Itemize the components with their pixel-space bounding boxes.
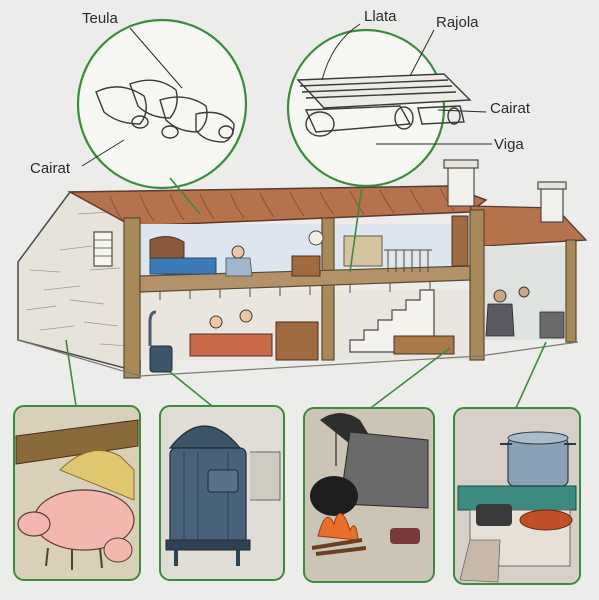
floor-beams — [139, 265, 471, 293]
stove-icon — [165, 425, 251, 566]
panel-kitchen — [453, 407, 581, 585]
stove — [149, 345, 173, 373]
window — [93, 231, 113, 267]
chimney-annex — [540, 187, 564, 223]
timber-post — [123, 217, 141, 379]
callout-roof-structure — [286, 23, 492, 273]
crib — [343, 235, 383, 267]
label-llata: Llata — [364, 8, 397, 25]
label-viga: Viga — [494, 136, 524, 153]
callout-connectors — [65, 339, 547, 411]
bench — [393, 335, 455, 355]
timber-post — [321, 217, 335, 361]
chimney — [447, 165, 475, 207]
label-teula: Teula — [82, 10, 118, 27]
label-cairat-left: Cairat — [30, 160, 71, 177]
timber-post — [469, 209, 485, 361]
label-cairat-right: Cairat — [490, 100, 531, 117]
bed — [149, 257, 217, 275]
label-rajola: Rajola — [436, 14, 479, 31]
timber-post — [565, 239, 577, 343]
dresser — [275, 321, 319, 361]
pig-icon — [17, 489, 135, 570]
house-cutaway — [17, 159, 588, 379]
cauldron-fire-icon — [310, 476, 367, 556]
table — [189, 333, 273, 357]
cooking-pot-icon — [500, 431, 576, 487]
panel-pigsty — [13, 405, 141, 581]
panel-hearth — [303, 407, 435, 583]
callout-roof-tiles — [76, 18, 248, 215]
panel-stove — [159, 405, 285, 581]
